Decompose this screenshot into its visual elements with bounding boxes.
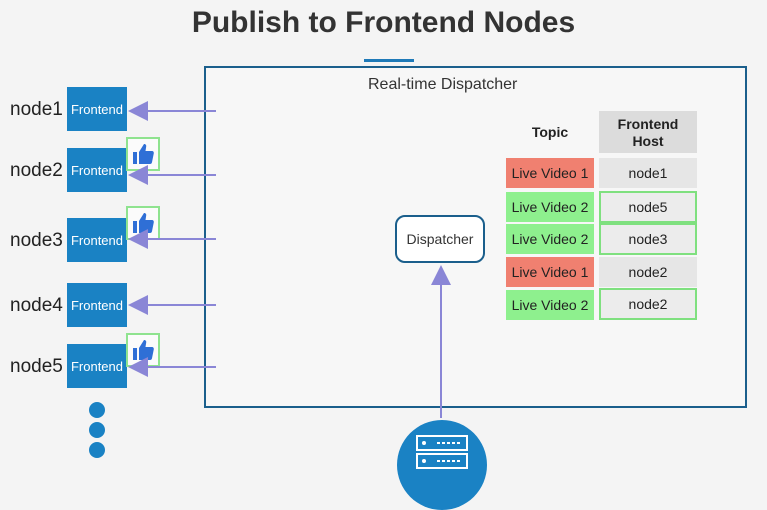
host-cell: node2 — [599, 288, 697, 320]
node-label: node4 — [10, 295, 63, 316]
ellipsis-dot — [89, 422, 105, 438]
topic-cell: Live Video 1 — [506, 158, 594, 188]
diagram-title: Publish to Frontend Nodes — [191, 6, 576, 39]
ellipsis-dot — [89, 402, 105, 418]
topic-cell: Live Video 1 — [506, 257, 594, 287]
frontend-node-1: Frontend — [67, 87, 127, 131]
node-label: node2 — [10, 160, 63, 181]
host-cell: node1 — [599, 158, 697, 188]
node-label: node1 — [10, 99, 63, 120]
host-header-bg — [599, 111, 697, 153]
topic-cell: Live Video 2 — [506, 192, 594, 222]
server-icon — [416, 435, 468, 469]
frontend-node-3: Frontend — [67, 218, 127, 262]
host-cell: node2 — [599, 257, 697, 287]
dispatcher-node: Dispatcher — [395, 215, 485, 263]
node-label: node5 — [10, 356, 63, 377]
node-label: node3 — [10, 230, 63, 251]
frontend-host-header-line2: Host — [632, 133, 664, 149]
host-cell: node5 — [599, 191, 697, 223]
connector-arrows — [128, 101, 451, 418]
topic-cell: Live Video 2 — [506, 290, 594, 320]
frontend-node-4: Frontend — [67, 283, 127, 327]
frontend-node-2: Frontend — [67, 148, 127, 192]
topic-cell: Live Video 2 — [506, 224, 594, 254]
host-cell: node3 — [599, 223, 697, 255]
server-node — [397, 420, 487, 510]
frontend-node-5: Frontend — [67, 344, 127, 388]
title-underline — [364, 59, 414, 62]
realtime-dispatcher-label: Real-time Dispatcher — [368, 76, 518, 93]
topic-header: Topic — [531, 124, 569, 140]
frontend-host-header-line1: Frontend — [617, 116, 679, 132]
ellipsis-dot — [89, 442, 105, 458]
